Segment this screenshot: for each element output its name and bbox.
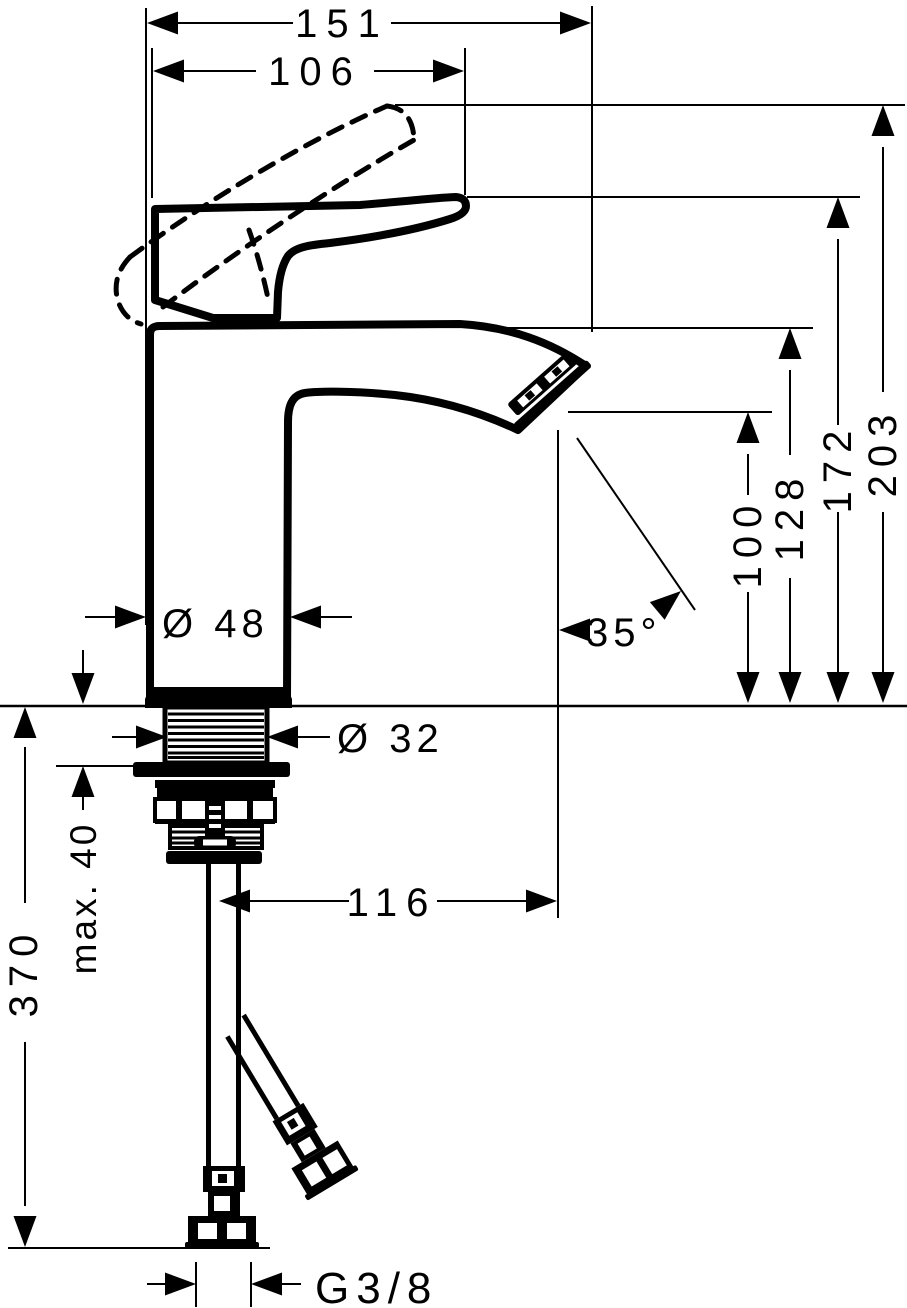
mounting-nut-top [155, 780, 275, 788]
spray-direction-line [576, 437, 696, 611]
extension-lines [145, 6, 905, 1307]
faucet-base-plinth [145, 687, 292, 708]
dim-max-counter-thickness-label: max. 40 [63, 822, 104, 975]
dim-outlet-height-label: 100 [726, 498, 770, 589]
dimension-lines [24, 22, 884, 1285]
supply-hose-vertical [185, 864, 259, 1248]
supply-hose-angled [225, 1013, 359, 1201]
handle-raised-dashed [113, 103, 417, 327]
dim-body-diameter-label: Ø 48 [162, 602, 269, 646]
dim-shank-diameter-label: Ø 32 [337, 717, 444, 761]
dim-handle-height-label: 172 [816, 423, 860, 514]
dim-hose-length-label: 370 [2, 927, 46, 1018]
faucet-body-outline [146, 320, 590, 704]
dim-total-height-label: 203 [861, 407, 905, 498]
assembly-bottom-cap [166, 851, 262, 864]
dim-connection-thread-label: G3/8 [315, 1264, 438, 1308]
dim-total-projection-label: 151 [295, 2, 389, 46]
handle-lever [151, 193, 470, 322]
dim-handle-projection-label: 106 [268, 50, 362, 94]
dim-spout-top-height-label: 128 [768, 471, 812, 562]
flange-washer [133, 762, 290, 777]
shank-threads [168, 712, 264, 759]
dim-spray-angle-label: 35° [586, 611, 662, 655]
aerator [508, 352, 591, 430]
dim-outlet-reach-label: 116 [347, 881, 438, 925]
mounting-assembly [133, 704, 290, 864]
